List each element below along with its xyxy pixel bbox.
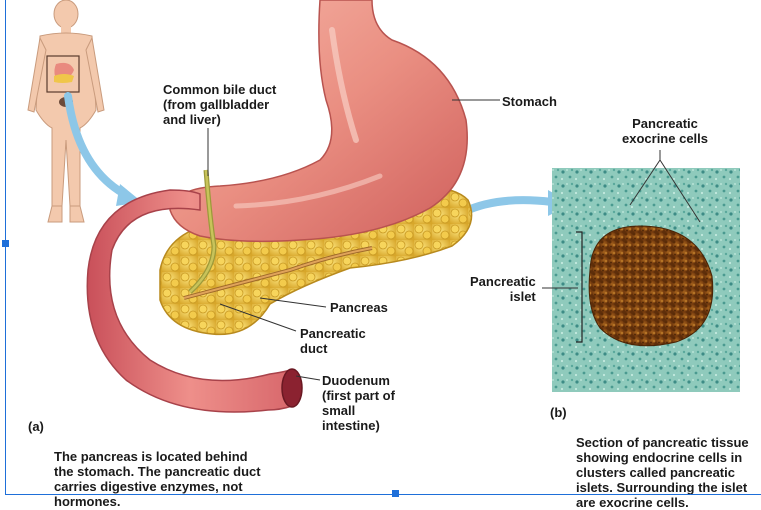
pancreas-anatomy-diagram (27, 0, 740, 413)
leader-lines (207, 99, 701, 381)
pancreatic-duct-tube (183, 246, 373, 300)
caption-a: (a) The pancreas is located behind the s… (28, 419, 354, 509)
duodenum-opening (281, 368, 303, 408)
label-common-bile-duct: Common bile duct (from gallbladder and l… (163, 82, 277, 127)
selection-border-left[interactable] (5, 0, 6, 495)
label-pancreas: Pancreas (330, 300, 388, 315)
selection-border-bottom[interactable] (5, 494, 761, 495)
islet-cluster (588, 225, 714, 347)
selection-handle-left[interactable] (2, 240, 9, 247)
bile-duct-tube (188, 169, 217, 294)
label-pancreatic-exocrine-cells: Pancreatic exocrine cells (622, 116, 708, 146)
caption-a-text: The pancreas is located behind the stoma… (54, 449, 261, 509)
torso-inset-box (46, 55, 80, 93)
selection-handle-bottom[interactable] (392, 490, 399, 497)
duodenum-organ (86, 189, 293, 413)
human-figure (27, 0, 105, 223)
stomach-organ (169, 0, 468, 243)
label-stomach: Stomach (502, 94, 557, 109)
label-pancreatic-islet: Pancreatic islet (470, 274, 536, 304)
label-duodenum: Duodenum (first part of small intestine) (322, 373, 395, 433)
caption-a-tag: (a) (28, 419, 44, 434)
caption-b-text: Section of pancreatic tissue showing end… (576, 435, 749, 510)
label-pancreatic-duct: Pancreatic duct (300, 326, 366, 356)
caption-b-tag: (b) (550, 405, 567, 420)
